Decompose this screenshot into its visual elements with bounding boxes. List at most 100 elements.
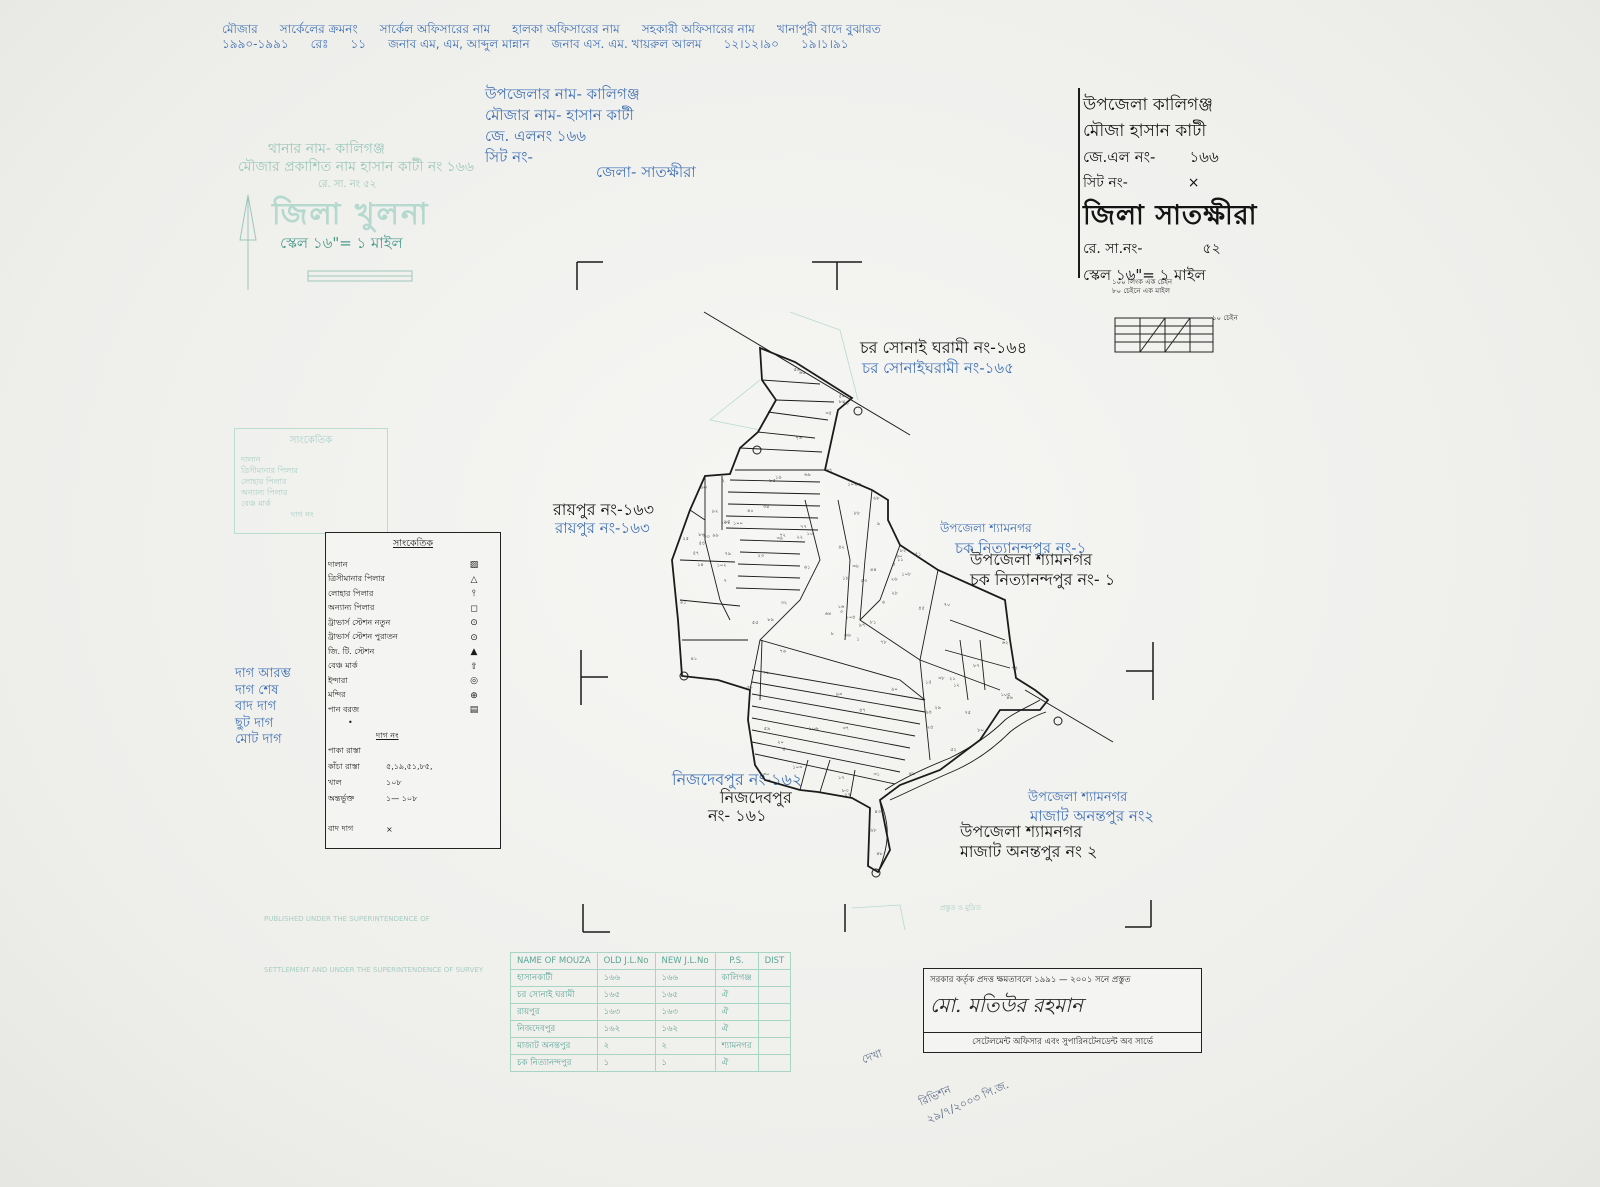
scale-bar [1114,317,1214,353]
legend-box: সাংকেতিক দালান▨ত্রিসীমানার পিলার△লোহার প… [325,532,501,849]
title-rs-value: ৫২ [1202,241,1221,257]
plot-number: ২৯ [935,705,942,711]
plot-number: ২০ [777,739,784,745]
title-sheet-label: সিট নং- [1083,175,1128,191]
daag-note: দাগ আরম্ভ [235,666,291,681]
title-sheet-value: × [1187,175,1200,191]
plot-number: ৬৬ [844,633,851,639]
upazila-name: উপজেলার নাম- কালিগঞ্জ [485,85,640,103]
legend-item-label: ত্রিসীমানার পিলার [328,574,385,584]
plot-number: ১০৩ [793,765,803,771]
plot-number: ৫১ [915,552,922,558]
plot-number: ৩৮ [938,676,945,682]
plot-number: ৭৭ [800,524,807,530]
sheet-number: সিট নং- [485,148,533,166]
plot-number: ৫৬ [793,367,800,373]
legend-item-label: দালান [328,559,348,569]
plot-number: ১০০ [733,521,743,527]
plot-number: ২৭ [844,792,851,798]
officer-title: সেটেলমেন্ট অফিসার এবং সুপারিনটেনডেন্ট অব… [924,1032,1201,1052]
plot-number: ৩৭ [843,725,850,731]
certification-box: সরকার কর্তৃক প্রদত্ত ক্ষমতাবলে ১৯৯১ — ২০… [923,968,1202,1053]
plot-number: ৭২ [779,532,786,538]
legend-daag-value: ১০৮ [386,778,402,787]
plot-number-labels: ১২৩৪৫৬৭৮৯১০১১১২১৩১৪১৫১৬১৭১৮১৯২০২১২২২৩২৪২… [680,367,1018,857]
legend-daag-label: কাঁচা রাস্তা [328,762,360,771]
title-jl-label: জে.এল নং- [1083,148,1156,166]
plot-number: ৯৬ [700,484,707,490]
plot-number: ১১ [897,557,904,563]
title-scale: স্কেল ১৬"= ১ মাইল [1083,266,1206,284]
table-cell: চক নিত্যানন্দপুর [510,1054,598,1072]
plot-number: ৫৮ [746,685,753,691]
plot-number: ৬৮ [873,496,880,502]
plot-number: ২২ [797,535,804,541]
legend-daag-label: খাল [328,778,342,787]
plot-number: ৮৭ [973,663,980,669]
plot-number: ৩৯ [777,536,784,542]
plot-number: ৪৫ [918,605,925,611]
old-title-block: থানার নাম- কালিগঞ্জ মৌজার প্রকাশিত নাম হ… [238,140,474,194]
canal-southern-arm [877,799,888,873]
registration-mark [576,261,603,290]
plot-number: ১০১ [721,520,731,526]
plot-number: ১০৫ [1001,692,1011,698]
jl-number: জে. এলনং ১৬৬ [485,127,587,145]
old-legend-title: সাংকেতিক [289,435,333,446]
legend-symbol-icon: ⊙ [470,618,478,629]
plot-number: ৮৩ [842,788,849,794]
legend-symbol-icon: ▨ [469,560,479,571]
plot-number: ৩৫ [825,411,832,417]
plot-number: ৭৮ [880,640,887,646]
legend-daag-value: ১— ১০৮ [386,794,418,803]
title-district: জিলা সাতক্ষীরা [1083,200,1258,231]
plot-number: ৬৯ [804,472,811,478]
plot-number: ৫৪ [699,541,706,547]
plot-number: ৫ [782,747,785,753]
legend-item-label: লোহার পিলার [328,588,374,598]
legend-daag-value: ৫,১৯,৫১,৮৫, [386,762,433,771]
plot-number: ৯৪ [925,710,932,716]
legend-daag-row: কাঁচা রাস্তা ৫,১৯,৫১,৮৫, [326,760,500,776]
registration-mark [812,261,862,290]
plot-number: ৮৪ [839,399,846,405]
district-name: জেলা- সাতক্ষীরা [596,163,696,181]
legend-symbol-icon: ▲ [470,647,478,658]
legend-item: দালান ▨ [326,558,500,573]
neighbor-southeast-old: মাজাট অনন্তপুর নং২ [1030,807,1155,825]
registration-mark [582,904,610,933]
title-sheet-row: সিট নং- × [1083,170,1257,196]
old-legend-item: বেঞ্চ মার্ক [241,499,271,508]
legend-daag-row: অন্তর্ভুক্ত ১— ১০৮ [326,792,500,808]
plot-number: ৮২ [900,548,907,554]
neighbor-east-upazila: উপজেলা শ্যামনগর [970,550,1093,569]
old-rs-number: রে. সা. নং ৫২ [318,179,377,190]
neighbor-west: রায়পুর নং-১৬৩ [553,500,655,519]
plot-number: ১০৪ [846,614,856,620]
plot-number: ১৫ [925,679,932,685]
legend-daag-label: অন্তর্ভুক্ত [328,794,355,803]
header-cell: খানাপুরী বাদে বুঝারত [776,22,881,36]
old-mouza-name: মৌজার প্রকাশিত নাম হাসান কাটী নং ১৬৬ [238,159,474,175]
legend-daag-header: দাগ নং [376,730,399,740]
scale-note-chains: ৮০ চেইনে এক মাইল [1112,287,1171,295]
neighbor-east-upazila-old: উপজেলা শ্যামনগর [940,521,1032,535]
survey-line-east [1024,689,1114,743]
traverse-station [853,406,863,416]
table-cell: ঐ [714,1054,759,1072]
plot-number: ৪১ [691,656,698,662]
plot-number: ৯২ [712,509,719,515]
traverse-station [871,868,881,878]
upazila-info-block: উপজেলার নাম- কালিগঞ্জ মৌজার নাম- হাসান ক… [485,84,640,168]
plot-number: ৭৪ [1011,666,1018,672]
table-header-cell: DIST [757,952,792,970]
neighbor-west-old: রায়পুর নং-১৬৩ [555,519,650,537]
plot-number: ২৬ [891,577,898,583]
header-cell: মৌজার [222,22,258,36]
registration-mark [580,650,608,705]
plot-number: ৪৯ [909,771,916,777]
